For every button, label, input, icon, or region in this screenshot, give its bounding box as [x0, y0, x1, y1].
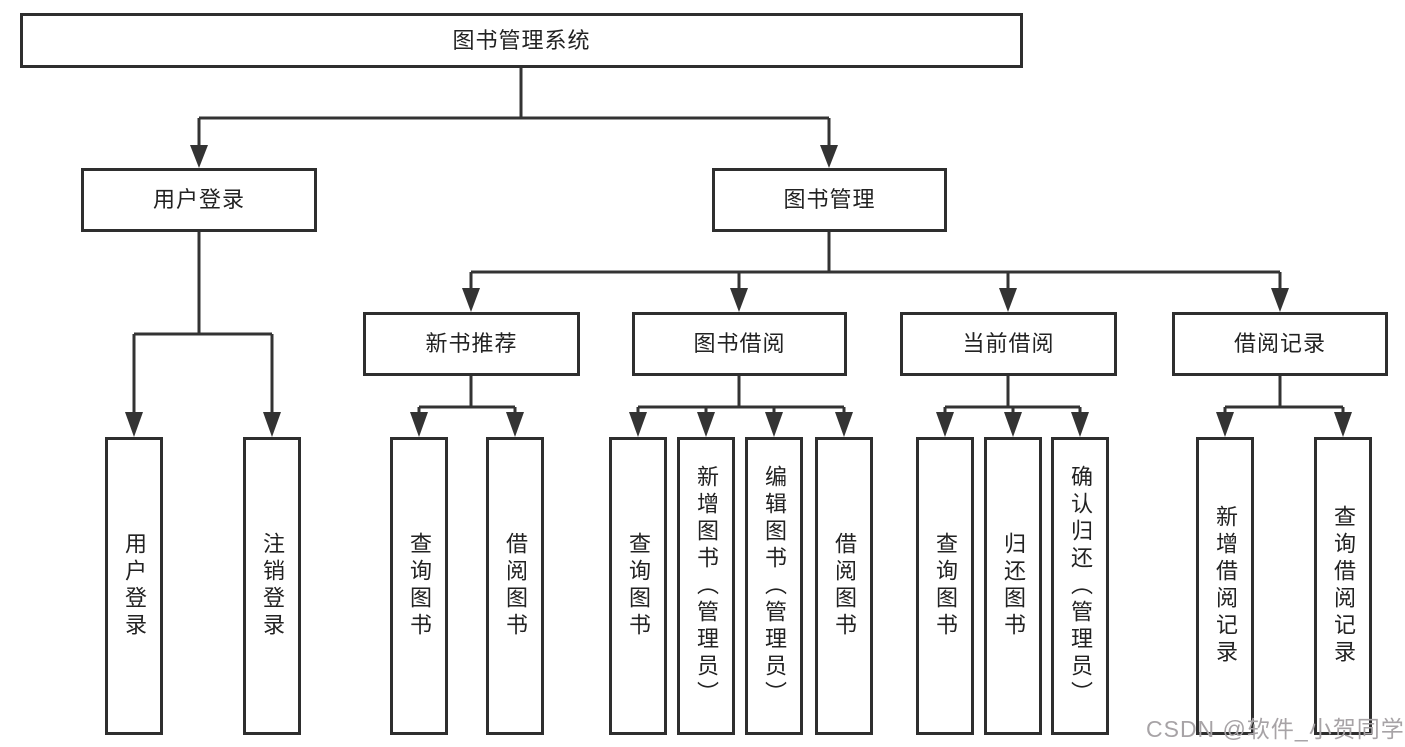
leaf-query-books-current: 查询图书 [916, 437, 974, 735]
leaf-query-books-borrowing: 查询图书 [609, 437, 667, 735]
leaf-add-borrow-record: 新增借阅记录 [1196, 437, 1254, 735]
leaf-add-books-admin: 新增图书（管理员） [677, 437, 735, 735]
leaf-logout: 注销登录 [243, 437, 301, 735]
leaf-query-borrow-record: 查询借阅记录 [1314, 437, 1372, 735]
node-book-borrowing: 图书借阅 [632, 312, 847, 376]
node-library-management-system: 图书管理系统 [20, 13, 1023, 68]
leaf-query-books-recommend: 查询图书 [390, 437, 448, 735]
node-borrowing-records: 借阅记录 [1172, 312, 1388, 376]
leaf-confirm-return-admin: 确认归还（管理员） [1051, 437, 1109, 735]
leaf-return-books: 归还图书 [984, 437, 1042, 735]
node-user-login: 用户登录 [81, 168, 317, 232]
leaf-borrow-books: 借阅图书 [815, 437, 873, 735]
leaf-borrow-books-recommend: 借阅图书 [486, 437, 544, 735]
node-book-management: 图书管理 [712, 168, 947, 232]
leaf-edit-books-admin: 编辑图书（管理员） [745, 437, 803, 735]
node-current-borrowing: 当前借阅 [900, 312, 1117, 376]
leaf-user-login: 用户登录 [105, 437, 163, 735]
node-new-book-recommendation: 新书推荐 [363, 312, 580, 376]
csdn-watermark: CSDN @软件_小贺同学 [1146, 716, 1405, 742]
